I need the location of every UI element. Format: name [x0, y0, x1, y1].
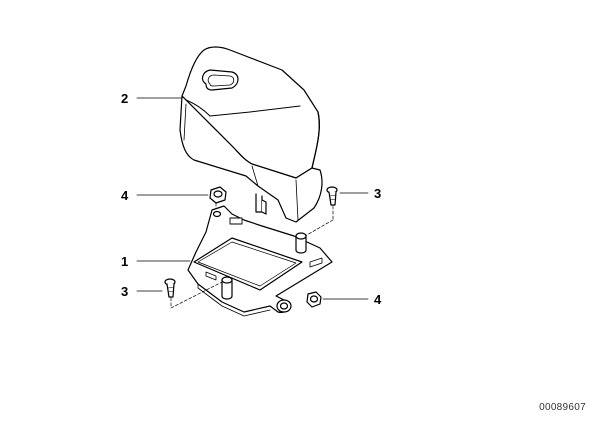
callout-4-bottom: 4 — [374, 292, 382, 307]
screw-left-part — [164, 278, 223, 309]
cover-part — [179, 46, 323, 223]
bracket-part — [187, 205, 333, 317]
callout-1: 1 — [121, 254, 129, 269]
nut-bottom-part — [306, 291, 322, 308]
callout-3-right: 3 — [374, 186, 382, 201]
callout-3-left: 3 — [121, 284, 129, 299]
callout-4-top: 4 — [121, 188, 129, 203]
diagram-id: 00089607 — [539, 402, 586, 413]
nut-top-part — [209, 186, 227, 213]
callout-2: 2 — [121, 91, 129, 106]
leader-lines — [136, 97, 369, 300]
screw-right-part — [304, 186, 338, 237]
